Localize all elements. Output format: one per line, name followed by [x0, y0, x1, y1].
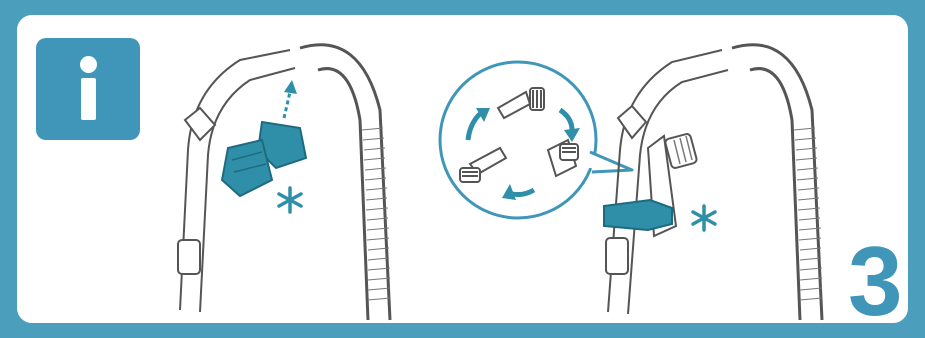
brush-nozzle-icon-option-3	[546, 138, 579, 178]
asterisk-icon-right	[691, 204, 717, 232]
info-icon-bar	[81, 78, 96, 120]
hose-ribs-right	[793, 127, 823, 301]
attach-arrow-icon	[282, 80, 297, 119]
info-icon-dot	[80, 56, 97, 73]
vacuum-hose-icon-right	[605, 43, 824, 321]
hose-ribs-left	[361, 127, 391, 301]
asterisk-icon-left	[277, 186, 303, 214]
brush-nozzle-icon-left	[220, 120, 308, 198]
vacuum-hose-icon-left	[177, 43, 392, 321]
brush-nozzle-icon-option-2	[459, 146, 508, 183]
rotate-arrows-icon	[465, 107, 580, 200]
brush-nozzle-icon-option-1	[496, 87, 545, 120]
info-icon	[36, 38, 140, 140]
brush-nozzle-icon-attached	[603, 133, 698, 238]
step-number: 3	[848, 226, 903, 336]
